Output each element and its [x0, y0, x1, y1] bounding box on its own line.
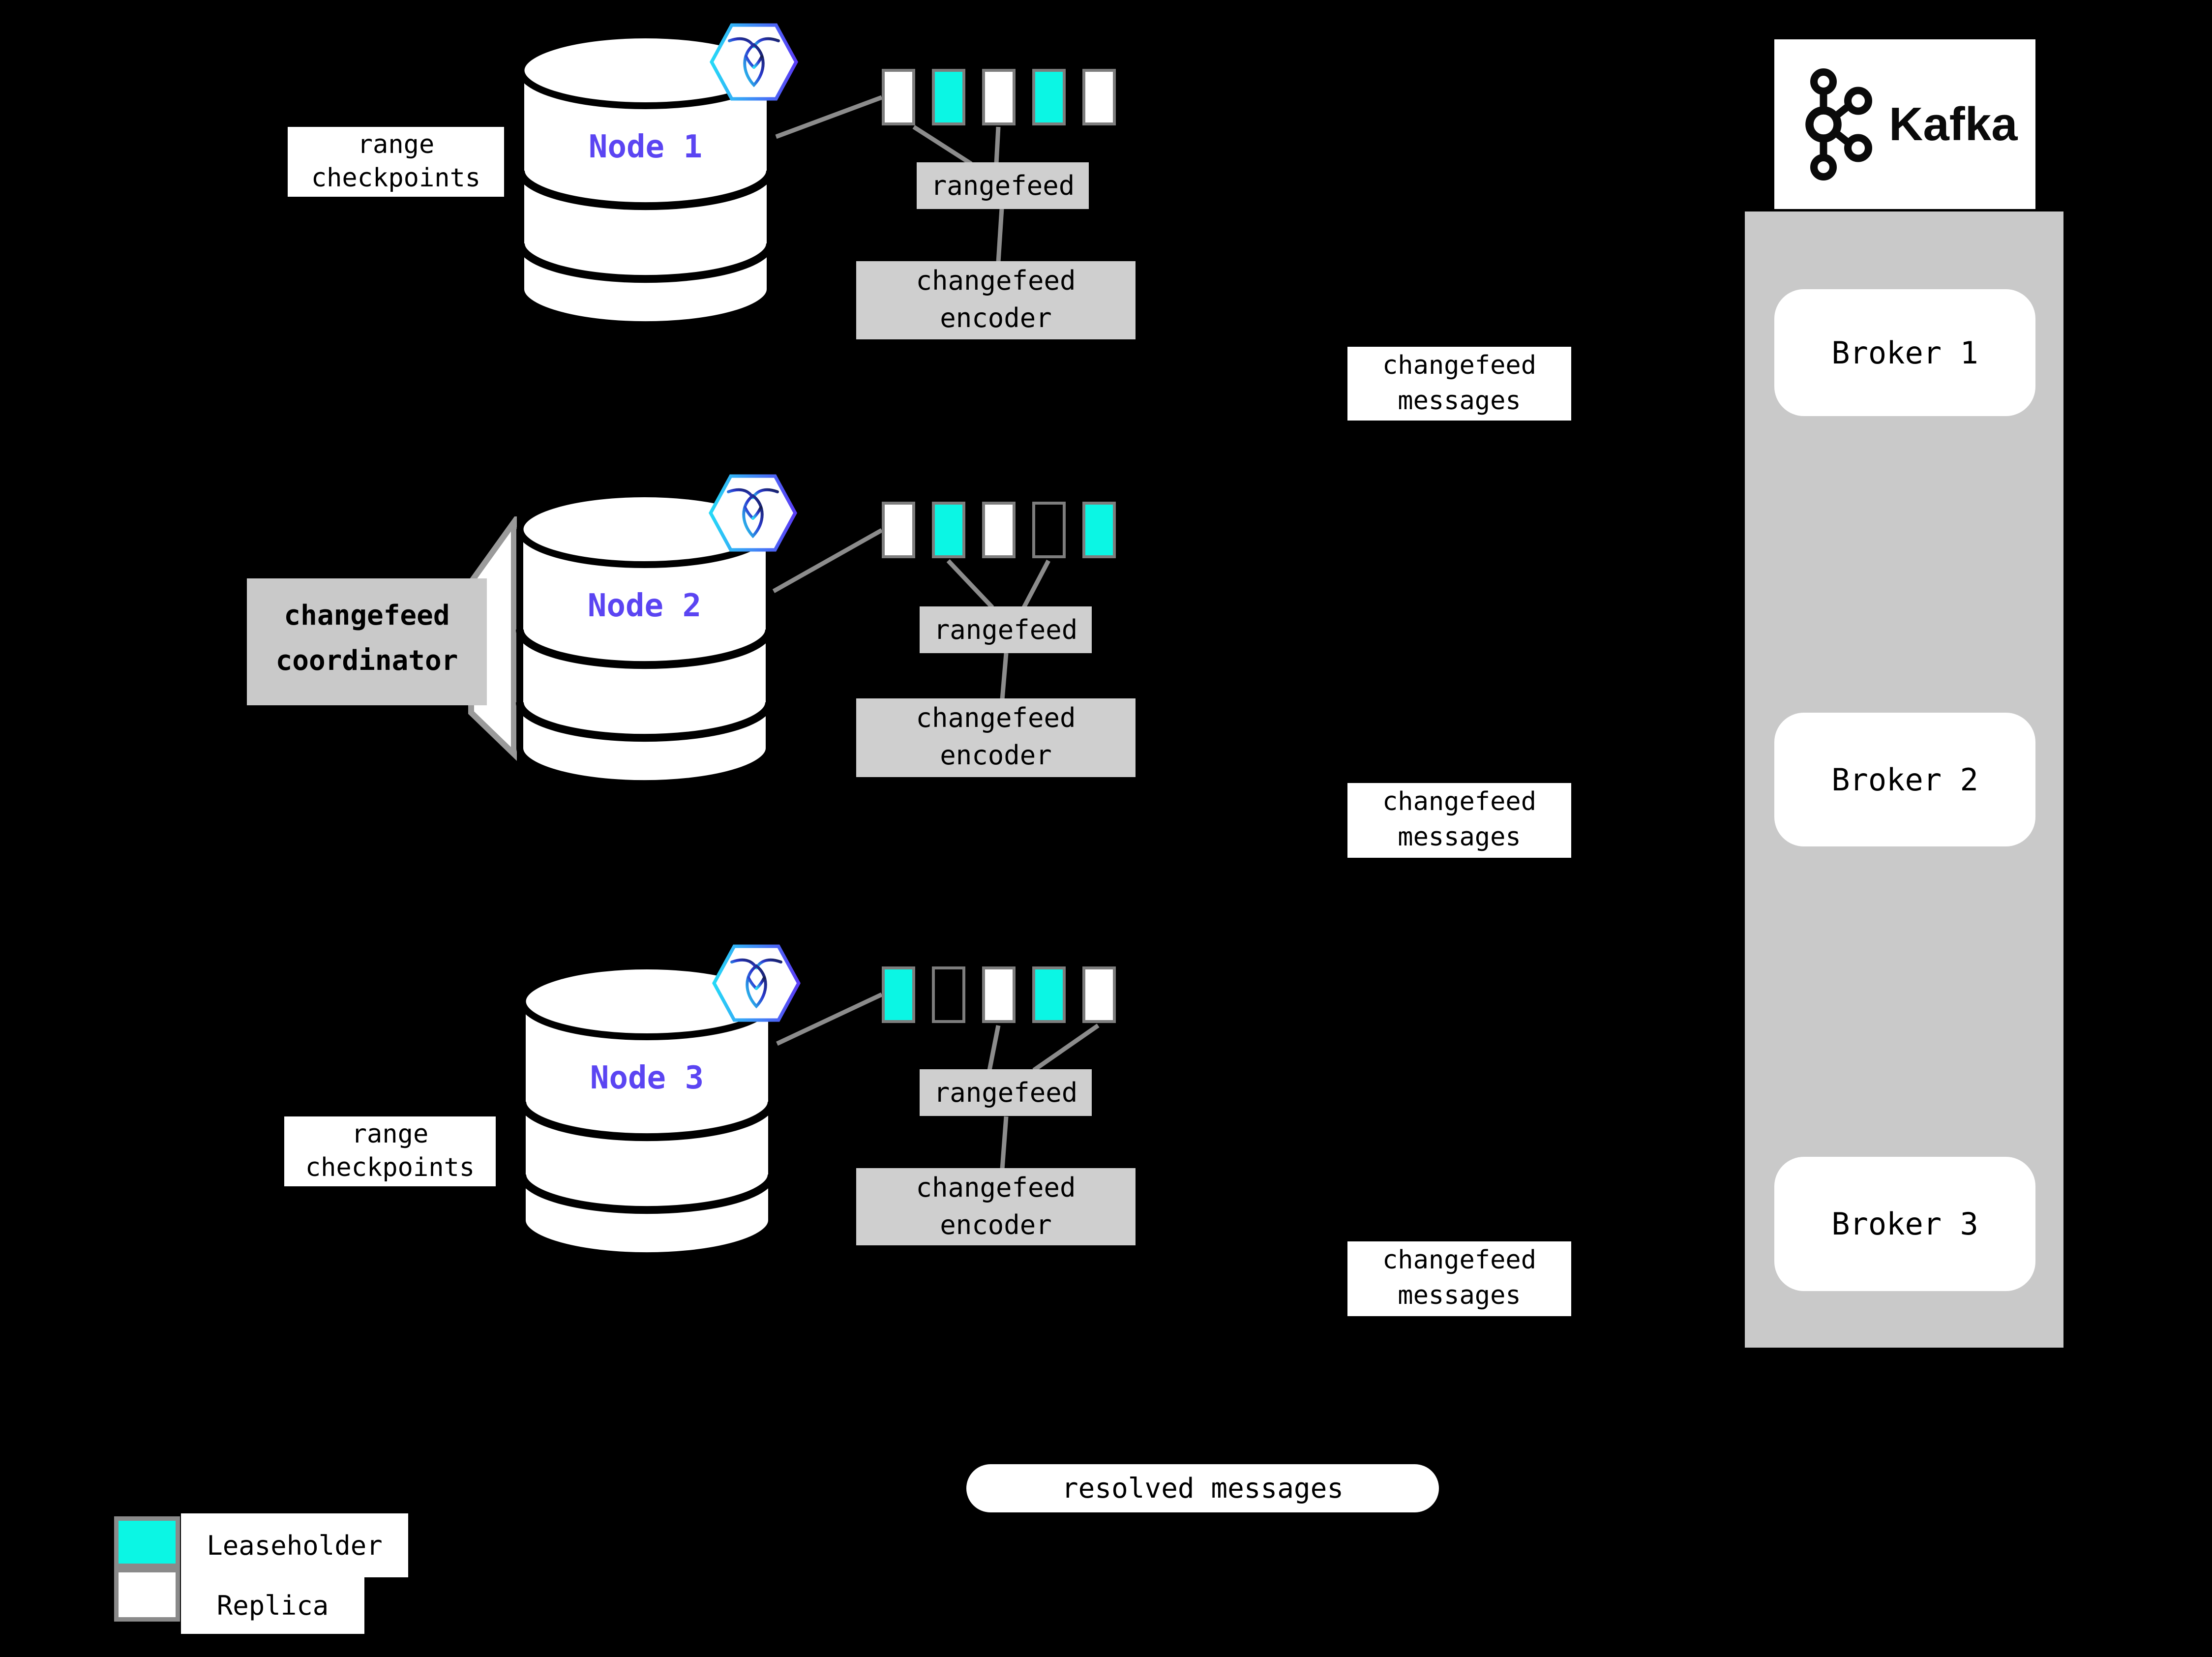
range-checkpoints-label-bottom: range checkpoints: [284, 1116, 496, 1186]
range-square: [982, 966, 1016, 1023]
label-line: changefeed: [1382, 787, 1537, 816]
label-line: encoder: [940, 740, 1052, 771]
node1-database-cylinder: [517, 31, 774, 329]
cockroachdb-hexagon-icon: [712, 944, 801, 1022]
range-square: [932, 69, 965, 125]
range-square: [882, 502, 915, 558]
range-square: [1032, 69, 1066, 125]
kafka-broker-container: Broker 1 Broker 2 Broker 3: [1745, 211, 2063, 1348]
legend-leaseholder-label: Leaseholder: [181, 1513, 408, 1577]
range-square: [982, 69, 1016, 125]
label-line: changefeed: [916, 1172, 1076, 1203]
node1-label: Node 1: [588, 129, 703, 165]
rangefeed-box: rangefeed: [920, 1069, 1092, 1116]
label-line: checkpoints: [311, 163, 481, 193]
label-line: changefeed: [916, 265, 1076, 296]
kafka-logo-box: Kafka: [1774, 39, 2035, 209]
broker-box: Broker 2: [1774, 713, 2035, 846]
label-line: coordinator: [275, 645, 458, 677]
range-square: [982, 502, 1016, 558]
label-line: range: [357, 130, 435, 159]
label-line: changefeed: [284, 600, 450, 632]
legend-leaseholder-swatch: [114, 1516, 180, 1568]
label-line: changefeed: [1382, 1245, 1537, 1275]
cockroachdb-hexagon-icon: [710, 23, 798, 101]
range-square: [882, 966, 915, 1023]
rangefeed-box: rangefeed: [920, 606, 1092, 653]
changefeed-encoder-box: changefeed encoder: [856, 261, 1136, 339]
range-checkpoints-label-top: range checkpoints: [288, 127, 504, 197]
label-line: messages: [1398, 1281, 1521, 1310]
legend-replica-swatch: [114, 1568, 180, 1622]
broker-box: Broker 1: [1774, 289, 2035, 416]
range-square: [932, 502, 965, 558]
range-square: [1082, 502, 1116, 558]
kafka-logo-icon: [1805, 68, 1872, 181]
changefeed-messages-label: changefeed messages: [1347, 347, 1571, 421]
label-line: encoder: [940, 1209, 1052, 1240]
node3-label: Node 3: [590, 1060, 704, 1096]
range-square: [1082, 69, 1116, 125]
label-line: messages: [1398, 386, 1521, 416]
label-line: changefeed: [1382, 351, 1537, 380]
legend-replica-label: Replica: [181, 1577, 364, 1634]
cockroachdb-hexagon-icon: [709, 474, 797, 552]
label-line: range: [351, 1119, 429, 1149]
rangefeed-box: rangefeed: [917, 162, 1089, 209]
range-square: [1082, 966, 1116, 1023]
kafka-title: Kafka: [1889, 97, 2018, 151]
range-square: [932, 966, 965, 1023]
node2-database-cylinder: [516, 490, 773, 787]
node3-database-cylinder: [518, 963, 776, 1260]
changefeed-coordinator-label: changefeed coordinator: [247, 578, 487, 705]
label-line: encoder: [940, 302, 1052, 333]
resolved-messages-label: resolved messages: [966, 1464, 1439, 1512]
changefeed-messages-label: changefeed messages: [1347, 1241, 1571, 1316]
changefeed-encoder-box: changefeed encoder: [856, 1168, 1136, 1245]
range-square: [882, 69, 915, 125]
range-square: [1032, 966, 1066, 1023]
changefeed-encoder-box: changefeed encoder: [856, 698, 1136, 777]
broker-box: Broker 3: [1774, 1157, 2035, 1291]
changefeed-messages-label: changefeed messages: [1347, 783, 1571, 858]
node2-label: Node 2: [587, 588, 702, 624]
label-line: changefeed: [916, 702, 1076, 733]
range-square: [1032, 502, 1066, 558]
label-line: messages: [1398, 822, 1521, 852]
label-line: checkpoints: [305, 1153, 475, 1182]
